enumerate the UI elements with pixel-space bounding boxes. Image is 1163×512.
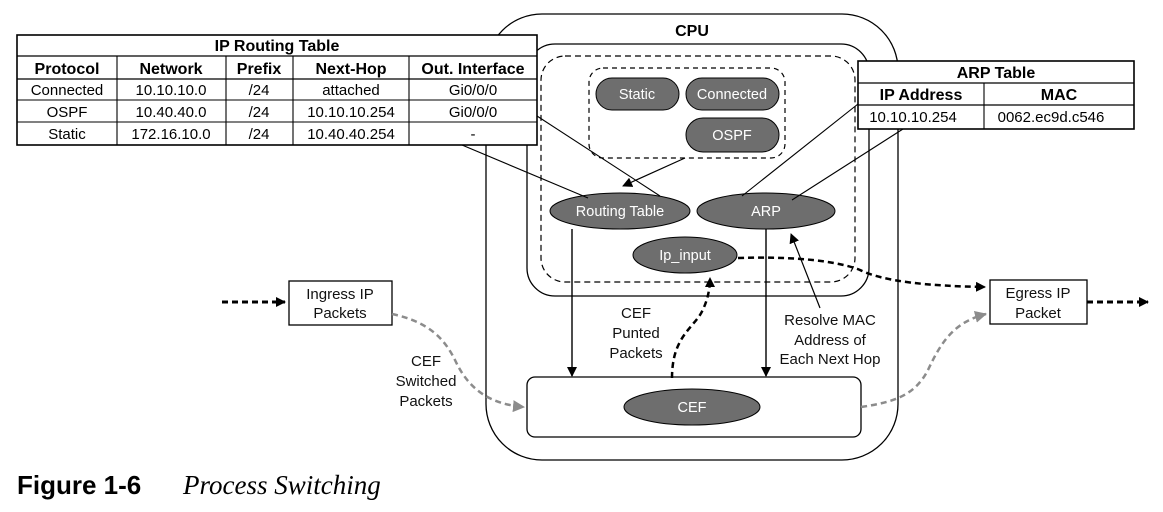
route-sources-group: [588, 67, 786, 159]
arp-table-title: ARP Table: [957, 65, 1036, 82]
svg-text:Gi0/0/0: Gi0/0/0: [449, 82, 497, 99]
svg-text:Connected: Connected: [697, 87, 767, 103]
table-row: Static 172.16.10.0 /24 10.40.40.254 -: [48, 126, 475, 143]
rt-col-network: Network: [139, 61, 202, 78]
routing-table-title: IP Routing Table: [215, 38, 340, 55]
ingress-box: [288, 280, 393, 326]
svg-text:Static: Static: [619, 87, 655, 103]
svg-text:Static: Static: [48, 126, 86, 143]
svg-text:OSPF: OSPF: [712, 128, 752, 144]
svg-text:ARP: ARP: [751, 204, 781, 220]
ip-routing-table: IP Routing Table Protocol Network Prefix…: [16, 34, 538, 146]
cpu-title: CPU: [675, 23, 709, 40]
figure-title: Process Switching: [182, 470, 381, 500]
svg-text:/24: /24: [249, 104, 270, 121]
cef-punted-label-line3: Packets: [609, 345, 662, 362]
svg-text:/24: /24: [249, 82, 270, 99]
svg-text:0062.ec9d.c546: 0062.ec9d.c546: [998, 109, 1105, 126]
arp-callout-line-2: [791, 128, 904, 201]
arp-process: ARP: [696, 192, 836, 230]
cef-switched-in-arrow: [391, 312, 525, 413]
cef-punted-arrow: [670, 277, 715, 379]
resolve-mac-arrow: [789, 233, 821, 309]
svg-text:10.10.10.0: 10.10.10.0: [136, 82, 207, 99]
figure-number: Figure 1-6: [17, 470, 141, 500]
ip-input-process: Ip_input: [632, 236, 738, 274]
svg-text:OSPF: OSPF: [47, 104, 88, 121]
svg-text:10.40.40.254: 10.40.40.254: [307, 126, 395, 143]
cef-punted-label-line1: CEF: [621, 305, 651, 322]
arp-col-ip: IP Address: [880, 87, 963, 104]
rt-col-out-interface: Out. Interface: [421, 61, 524, 78]
svg-text:10.40.40.0: 10.40.40.0: [136, 104, 207, 121]
ospf-process: OSPF: [685, 117, 780, 153]
svg-text:attached: attached: [322, 82, 380, 99]
svg-text:10.10.10.254: 10.10.10.254: [869, 109, 957, 126]
resolve-mac-label-line2: Address of: [794, 332, 867, 349]
route-sources-to-routing-table-arrow: [622, 157, 686, 187]
table-row: 10.10.10.254 0062.ec9d.c546: [869, 109, 1104, 126]
egress-label-line1: Egress IP: [1005, 285, 1070, 302]
cef-punted-label-line2: Punted: [612, 325, 660, 342]
routing-table-callout-line-2: [536, 115, 661, 197]
ip-input-to-egress-arrow: [737, 256, 986, 292]
static-process: Static: [595, 77, 680, 111]
cef-switched-label-line3: Packets: [399, 393, 452, 410]
svg-text:/24: /24: [249, 126, 270, 143]
svg-text:CEF: CEF: [678, 400, 707, 416]
connected-process: Connected: [685, 77, 780, 111]
rt-col-protocol: Protocol: [35, 61, 100, 78]
resolve-mac-label-line1: Resolve MAC: [784, 312, 876, 329]
routing-table-callout-line: [461, 144, 589, 199]
egress-label-line2: Packet: [1015, 305, 1062, 322]
table-row: Connected 10.10.10.0 /24 attached Gi0/0/…: [31, 82, 497, 99]
svg-text:Connected: Connected: [31, 82, 104, 99]
ingress-label-line1: Ingress IP: [306, 286, 374, 303]
table-row: OSPF 10.40.40.0 /24 10.10.10.254 Gi0/0/0: [47, 104, 498, 121]
ingress-label-line2: Packets: [313, 305, 366, 322]
egress-box: [989, 279, 1088, 325]
svg-text:-: -: [471, 126, 476, 143]
svg-text:172.16.10.0: 172.16.10.0: [131, 126, 210, 143]
svg-text:Routing Table: Routing Table: [576, 204, 664, 220]
arp-callout-line: [741, 103, 859, 197]
cef-switched-label-line1: CEF: [411, 353, 441, 370]
process-switching-boundary: [540, 55, 856, 283]
resolve-mac-label-line3: Each Next Hop: [780, 351, 881, 368]
arp-table: ARP Table IP Address MAC 10.10.10.254 00…: [857, 60, 1135, 130]
svg-text:Ip_input: Ip_input: [659, 248, 711, 264]
rt-col-next-hop: Next-Hop: [315, 61, 386, 78]
arp-col-mac: MAC: [1041, 87, 1078, 104]
rt-col-prefix: Prefix: [237, 61, 282, 78]
cef-switched-out-arrow: [860, 310, 987, 409]
svg-text:Gi0/0/0: Gi0/0/0: [449, 104, 497, 121]
cef-process: CEF: [623, 388, 761, 426]
cef-switched-label-line2: Switched: [396, 373, 457, 390]
svg-text:10.10.10.254: 10.10.10.254: [307, 104, 395, 121]
routing-table-process: Routing Table: [549, 192, 691, 230]
